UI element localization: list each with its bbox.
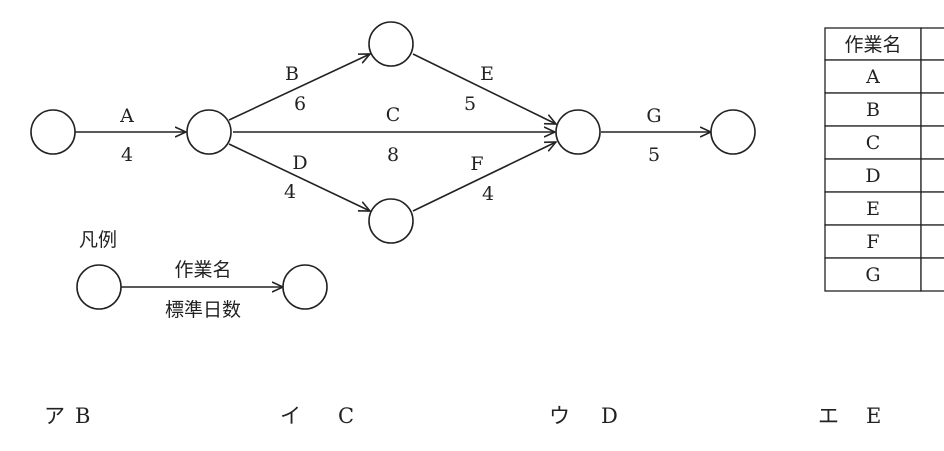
table-row-edge [920,92,944,127]
node-start [30,109,76,155]
activity-b-name: B [285,63,299,85]
choice-a: ア B [44,404,90,428]
table-row: A [865,66,880,88]
table-column-edge [920,27,944,61]
table-row-edge [920,158,944,193]
table-header: 作業名 [844,34,901,56]
node-4 [368,198,414,244]
activity-f-arrow [412,142,556,212]
table-row-edge [920,59,944,94]
activity-e-arrow [412,53,556,124]
activity-b-days: 6 [294,93,306,115]
table-row: F [866,231,879,253]
table-row-edge [920,191,944,226]
activity-a-days: 4 [121,144,133,166]
choice-value: B [75,404,90,428]
activity-e-days: 5 [464,93,476,115]
table-row-edge [920,125,944,160]
legend-bottom-label: 標準日数 [165,299,241,321]
activity-d-name: D [292,152,307,174]
legend-node-left [76,264,122,310]
legend-node-right [282,264,328,310]
table-row-edge [920,257,944,292]
choice-marker: ウ [549,404,570,428]
choice-marker: イ [280,404,301,428]
table-row: G [865,264,880,286]
choice-value: D [601,404,618,428]
choice-b: イ C [280,404,354,428]
legend-top-label: 作業名 [174,259,231,281]
node-end [710,109,756,155]
legend-title: 凡例 [79,229,117,251]
table-row: C [866,132,881,154]
table-row-edge [920,224,944,259]
activity-c-name: C [386,104,401,126]
table-row: B [866,99,880,121]
choice-value: C [338,404,354,428]
table-row-cell [824,191,922,226]
activity-e-name: E [480,63,494,85]
activity-c-days: 8 [387,144,399,166]
activity-g-days: 5 [648,144,660,166]
table-header-cell [824,27,922,61]
activity-f-name: F [470,153,483,175]
choice-c: ウ D [549,404,618,428]
activity-a-name: A [119,105,134,127]
table-row-cell [824,257,922,292]
activity-f-days: 4 [482,183,494,205]
activity-d-days: 4 [284,181,296,203]
choice-value: E [866,404,881,428]
choice-d: エ E [818,404,881,428]
choice-marker: エ [818,404,839,428]
node-3 [368,21,414,67]
activity-d-arrow [228,143,370,211]
table-row: E [866,198,880,220]
table-row: D [865,165,880,187]
node-5 [555,109,601,155]
choice-marker: ア [44,404,65,428]
activity-b-arrow [228,54,370,121]
node-2 [186,109,232,155]
table-row-cell [824,224,922,259]
activity-g-name: G [646,105,661,127]
